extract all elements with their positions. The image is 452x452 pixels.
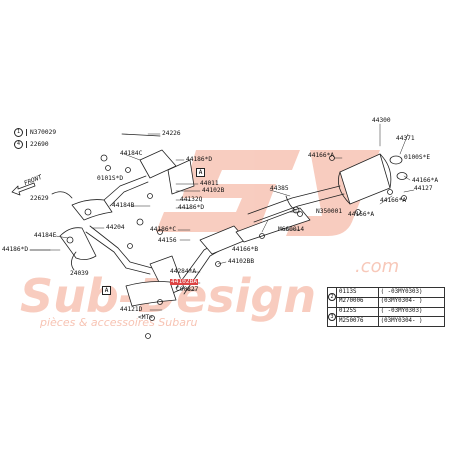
part-label-44186d-mid: 44186*D (178, 204, 205, 211)
part-label-44127: 44127 (414, 185, 433, 192)
legend-row: 4 22690 (14, 140, 56, 149)
part-label-44184e: 44184E (34, 232, 57, 239)
table-group-cell: 2 (327, 287, 337, 308)
part-label-44371: 44371 (396, 135, 415, 142)
front-arrow-icon (11, 182, 36, 196)
part-label-44102ba-highlighted: 44102BA (170, 278, 199, 286)
part-label-44284a: 44284*A (170, 268, 197, 275)
part-label-mt: <MT> (138, 314, 153, 321)
part-label-44385: 44385 (270, 185, 289, 192)
part-label-44186d-left: 44186*D (2, 246, 29, 253)
part-label-24226: 24226 (162, 130, 181, 137)
muffler (337, 153, 408, 205)
part-label-44156: 44156 (158, 237, 177, 244)
part-label-44166a-far: 44166*A (412, 177, 439, 184)
table-range-cell: (03MY0304- ) (377, 296, 446, 308)
table-code-cell: M250076 (336, 316, 379, 328)
table-row: M270006 (03MY0304- ) (328, 296, 446, 308)
part-label-44166a-mid: 44166*A (348, 211, 375, 218)
table-row: M250076 (03MY0304- ) (328, 316, 446, 328)
part-label-44184c: 44184C (120, 150, 143, 157)
table-code-cell: 0125S (336, 306, 379, 318)
legend-code: N370029 (26, 129, 56, 136)
part-label-44186c: 44186*C (150, 226, 177, 233)
part-label-44102bb: 44102BB (228, 258, 255, 265)
part-label-44121d: 44121D (120, 306, 143, 313)
part-label-22629: 22629 (30, 195, 49, 202)
part-label-44166a-left: 44166*A (308, 152, 335, 159)
legend: 1 N370029 4 22690 (14, 128, 56, 152)
part-label-44132q: 44132Q (180, 196, 203, 203)
table-range-cell: (03MY0304- ) (377, 316, 446, 328)
small-parts (29, 133, 407, 339)
watermark-tagline: pièces & accessoires Subaru (39, 316, 197, 329)
ref-tag-a: A (102, 286, 111, 295)
rear-pipe (247, 185, 345, 223)
part-label-44102b: 44102B (202, 187, 225, 194)
part-label-44186d-top: 44186*D (186, 156, 213, 163)
table-code-cell: M270006 (336, 296, 379, 308)
catalyst-section (125, 207, 311, 307)
part-label-44011: 44011 (200, 180, 219, 187)
legend-circle: 1 (14, 128, 23, 137)
leader-lines (49, 123, 415, 311)
part-label-44184b: 44184B (112, 202, 135, 209)
part-label-n350001: N350001 (316, 208, 343, 215)
ref-tag-a: A (196, 168, 205, 177)
group-circle: 3 (328, 312, 336, 321)
legend-code: 22690 (26, 141, 49, 148)
part-label-m660014: M660014 (278, 226, 305, 233)
table-group-cell: 3 (327, 306, 337, 328)
table-range-cell: ( -03MY0303) (377, 287, 446, 298)
part-label-44166b: 44166*B (232, 246, 259, 253)
date-reference-table: 2 0113S ( -03MY0303) M270006 (03MY0304- … (327, 287, 446, 328)
part-label-0100se: 0100S*E (404, 154, 431, 161)
legend-circle: 4 (14, 140, 23, 149)
table-code-cell: 0113S (336, 287, 379, 298)
legend-row: 1 N370029 (14, 128, 56, 137)
part-label-24039: 24039 (70, 270, 89, 277)
group-circle: 2 (328, 293, 336, 302)
front-label: FRONT (23, 173, 44, 188)
watermark-domain: .com (355, 256, 399, 277)
table-range-cell: ( -03MY0303) (377, 306, 446, 318)
part-label-0101sd: 0101S*D (97, 175, 124, 182)
part-label-c00827: C00827 (176, 286, 199, 293)
part-label-44166a-right: 44166*A (380, 197, 407, 204)
front-pipe (59, 175, 153, 275)
part-label-44300: 44300 (372, 117, 391, 124)
part-label-44204: 44204 (106, 224, 125, 231)
table-row: 2 0113S ( -03MY0303) (327, 287, 446, 308)
table-row: 3 0125S ( -03MY0303) (327, 306, 446, 328)
